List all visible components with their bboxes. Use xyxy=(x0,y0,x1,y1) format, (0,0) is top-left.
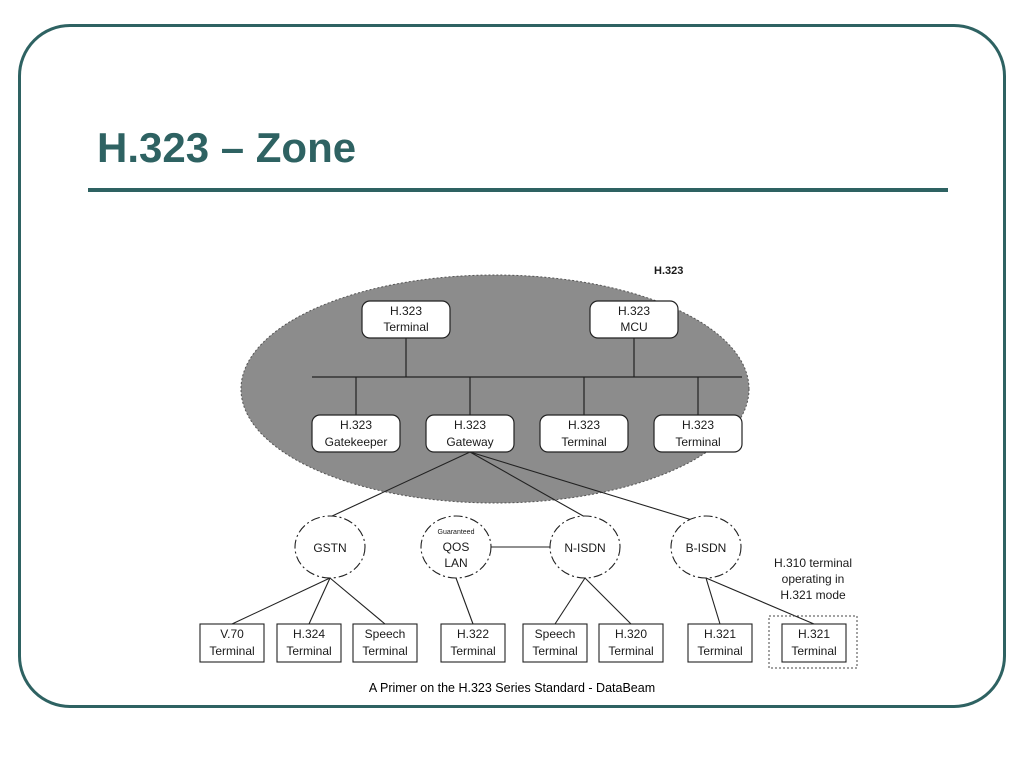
note-line1: H.310 terminal xyxy=(774,556,852,570)
node-label-line2: MCU xyxy=(620,320,647,334)
zone-label: H.323 xyxy=(654,265,683,277)
node-label-line2: Gatekeeper xyxy=(325,435,388,449)
endpoint-speech-terminal-isdn: Speech Terminal xyxy=(522,623,588,663)
node-h323-terminal-b: H.323 Terminal xyxy=(653,414,743,453)
endpoint-label-line1: Speech xyxy=(535,627,576,641)
title-rule xyxy=(88,188,948,192)
network-b-isdn: B-ISDN xyxy=(670,515,742,579)
node-label-line1: H.323 xyxy=(618,304,650,318)
endpoint-label-line2: Terminal xyxy=(532,644,577,658)
endpoint-h321-terminal-h310: H.321 Terminal xyxy=(768,615,858,669)
slide-frame xyxy=(18,24,1006,708)
endpoint-label-line2: Terminal xyxy=(362,644,407,658)
endpoint-label-line1: H.320 xyxy=(615,627,647,641)
slide-caption: A Primer on the H.323 Series Standard - … xyxy=(368,681,656,695)
network-n-isdn: N-ISDN xyxy=(549,515,621,579)
node-label-line2: Gateway xyxy=(446,435,493,449)
node-label-line1: H.323 xyxy=(454,418,486,432)
network-qos-lan: Guaranteed QOS LAN xyxy=(420,515,492,579)
network-label: GSTN xyxy=(313,541,346,555)
endpoint-speech-terminal-gstn: Speech Terminal xyxy=(352,623,418,663)
note-line2: operating in xyxy=(782,572,845,586)
endpoint-label-line2: Terminal xyxy=(608,644,653,658)
node-label-line1: H.323 xyxy=(390,304,422,318)
endpoint-v70-terminal: V.70 Terminal xyxy=(199,623,265,663)
endpoint-label-line1: H.321 xyxy=(798,627,830,641)
node-label-line2: Terminal xyxy=(383,320,428,334)
slide-title: H.323 – Zone xyxy=(97,124,357,171)
endpoint-label-line2: Terminal xyxy=(697,644,742,658)
network-label-line2: LAN xyxy=(444,556,467,570)
node-h323-terminal-a: H.323 Terminal xyxy=(539,414,629,453)
node-label-line1: H.323 xyxy=(568,418,600,432)
node-label-line1: H.323 xyxy=(682,418,714,432)
endpoint-h322-terminal: H.322 Terminal xyxy=(440,623,506,663)
endpoint-label-line2: Terminal xyxy=(791,644,836,658)
node-h323-gateway: H.323 Gateway xyxy=(425,414,515,453)
network-label-line1: QOS xyxy=(443,540,470,554)
node-label-line2: Terminal xyxy=(561,435,606,449)
node-h323-terminal-top: H.323 Terminal xyxy=(361,300,451,339)
endpoint-h321-terminal: H.321 Terminal xyxy=(687,623,753,663)
gateway-links xyxy=(329,451,693,521)
endpoint-h324-terminal: H.324 Terminal xyxy=(276,623,342,663)
endpoint-label-line1: H.324 xyxy=(293,627,325,641)
endpoint-label-line2: Terminal xyxy=(286,644,331,658)
node-label-line1: H.323 xyxy=(340,418,372,432)
network-tag: Guaranteed xyxy=(438,529,475,536)
endpoint-label-line1: H.321 xyxy=(704,627,736,641)
network-gstn: GSTN xyxy=(294,515,366,579)
endpoint-label-line1: Speech xyxy=(365,627,406,641)
endpoint-label-line2: Terminal xyxy=(209,644,254,658)
network-label: N-ISDN xyxy=(564,541,605,555)
endpoint-h320-terminal: H.320 Terminal xyxy=(598,623,664,663)
endpoint-label-line2: Terminal xyxy=(450,644,495,658)
note-line3: H.321 mode xyxy=(780,588,846,602)
network-label: B-ISDN xyxy=(686,541,727,555)
node-h323-gatekeeper: H.323 Gatekeeper xyxy=(311,414,401,453)
endpoint-label-line1: V.70 xyxy=(220,627,244,641)
h310-note: H.310 terminal operating in H.321 mode xyxy=(774,556,852,602)
lan-backbone xyxy=(312,338,742,415)
node-label-line2: Terminal xyxy=(675,435,720,449)
node-h323-mcu: H.323 MCU xyxy=(589,300,679,339)
endpoint-links xyxy=(231,577,815,625)
endpoint-label-line1: H.322 xyxy=(457,627,489,641)
